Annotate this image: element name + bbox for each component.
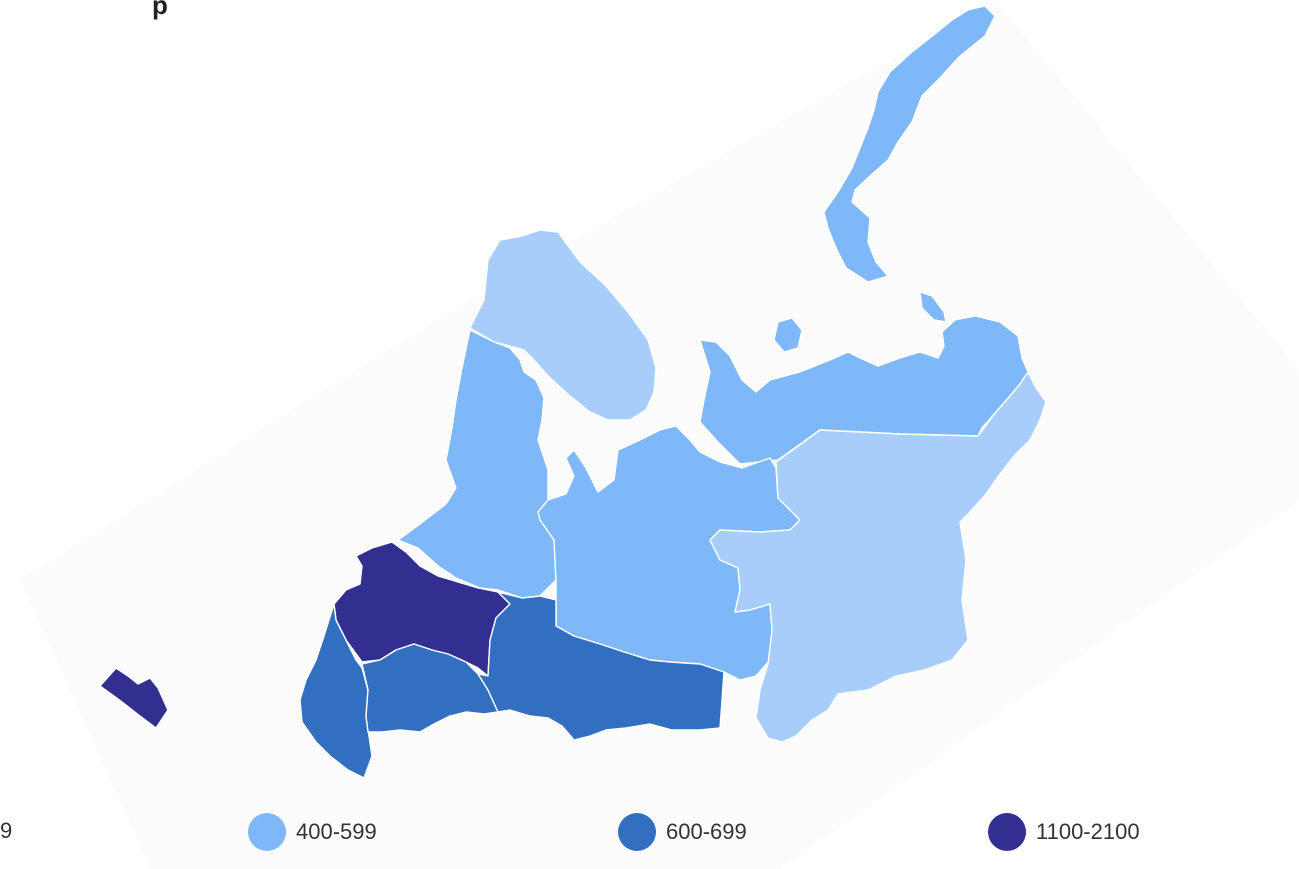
legend-item-600-699[interactable]: 600-699 bbox=[618, 812, 747, 852]
legend-label-1100-2100: 1100-2100 bbox=[1036, 819, 1140, 844]
legend-item-clipped-label: 9 bbox=[0, 818, 13, 843]
legend-label-400-599: 400-599 bbox=[296, 819, 377, 844]
map-title: p bbox=[152, 0, 168, 20]
region-murmansk[interactable] bbox=[469, 229, 657, 421]
legend-swatch-1100-2100 bbox=[988, 813, 1026, 851]
region-island-vaygach[interactable] bbox=[919, 291, 947, 323]
legend-label-600-699: 600-699 bbox=[666, 819, 747, 844]
region-kaliningrad[interactable] bbox=[99, 667, 169, 729]
region-pskov[interactable] bbox=[299, 603, 373, 779]
legend-swatch-600-699 bbox=[618, 813, 656, 851]
region-vologda[interactable] bbox=[477, 591, 725, 741]
region-komi[interactable] bbox=[709, 371, 1047, 743]
region-novgorod[interactable] bbox=[361, 643, 499, 733]
region-novaya-zemlya[interactable] bbox=[823, 5, 996, 283]
legend-swatch-400-599 bbox=[248, 813, 286, 851]
legend-item-400-599[interactable]: 400-599 bbox=[248, 812, 377, 852]
region-island-kolguev[interactable] bbox=[773, 317, 803, 353]
legend-item-1100-2100[interactable]: 1100-2100 bbox=[988, 812, 1140, 852]
